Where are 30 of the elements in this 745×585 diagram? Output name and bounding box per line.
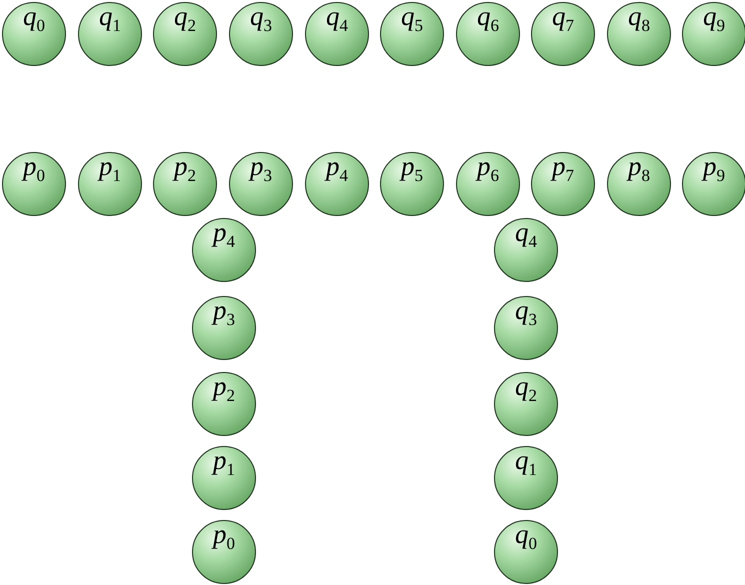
sphere-node: p$_{5}$: [380, 152, 444, 216]
sphere-node: p$_{3}$: [192, 296, 256, 360]
sphere-node: p$_{3}$: [229, 152, 293, 216]
sphere-node: p$_{2}$: [192, 372, 256, 436]
sphere-node: q$_{4}$: [494, 218, 558, 282]
sphere-node: q$_{6}$: [456, 2, 520, 66]
sphere-node: p$_{1}$: [192, 446, 256, 510]
sphere-node: p$_{4}$: [305, 152, 369, 216]
sphere-node: p$_{2}$: [153, 152, 217, 216]
sphere-node: p$_{4}$: [192, 218, 256, 282]
sphere-node: q$_{0}$: [2, 2, 66, 66]
sphere-node: q$_{3}$: [494, 296, 558, 360]
sphere-node: q$_{8}$: [607, 2, 671, 66]
sphere-node: q$_{1}$: [494, 446, 558, 510]
sphere-node: q$_{3}$: [229, 2, 293, 66]
sphere-node: p$_{8}$: [607, 152, 671, 216]
sphere-node: p$_{7}$: [531, 152, 595, 216]
sphere-node: q$_{2}$: [494, 372, 558, 436]
sphere-node: q$_{4}$: [305, 2, 369, 66]
sphere-node: q$_{7}$: [531, 2, 595, 66]
sphere-node: p$_{1}$: [78, 152, 142, 216]
sphere-node: q$_{0}$: [494, 520, 558, 584]
sphere-node: p$_{6}$: [456, 152, 520, 216]
sphere-node: q$_{1}$: [78, 2, 142, 66]
sphere-node: p$_{0}$: [2, 152, 66, 216]
sphere-node: q$_{5}$: [380, 2, 444, 66]
sphere-node: p$_{0}$: [192, 520, 256, 584]
sphere-node: p$_{9}$: [682, 152, 745, 216]
sphere-node: q$_{2}$: [153, 2, 217, 66]
sphere-node: q$_{9}$: [682, 2, 745, 66]
